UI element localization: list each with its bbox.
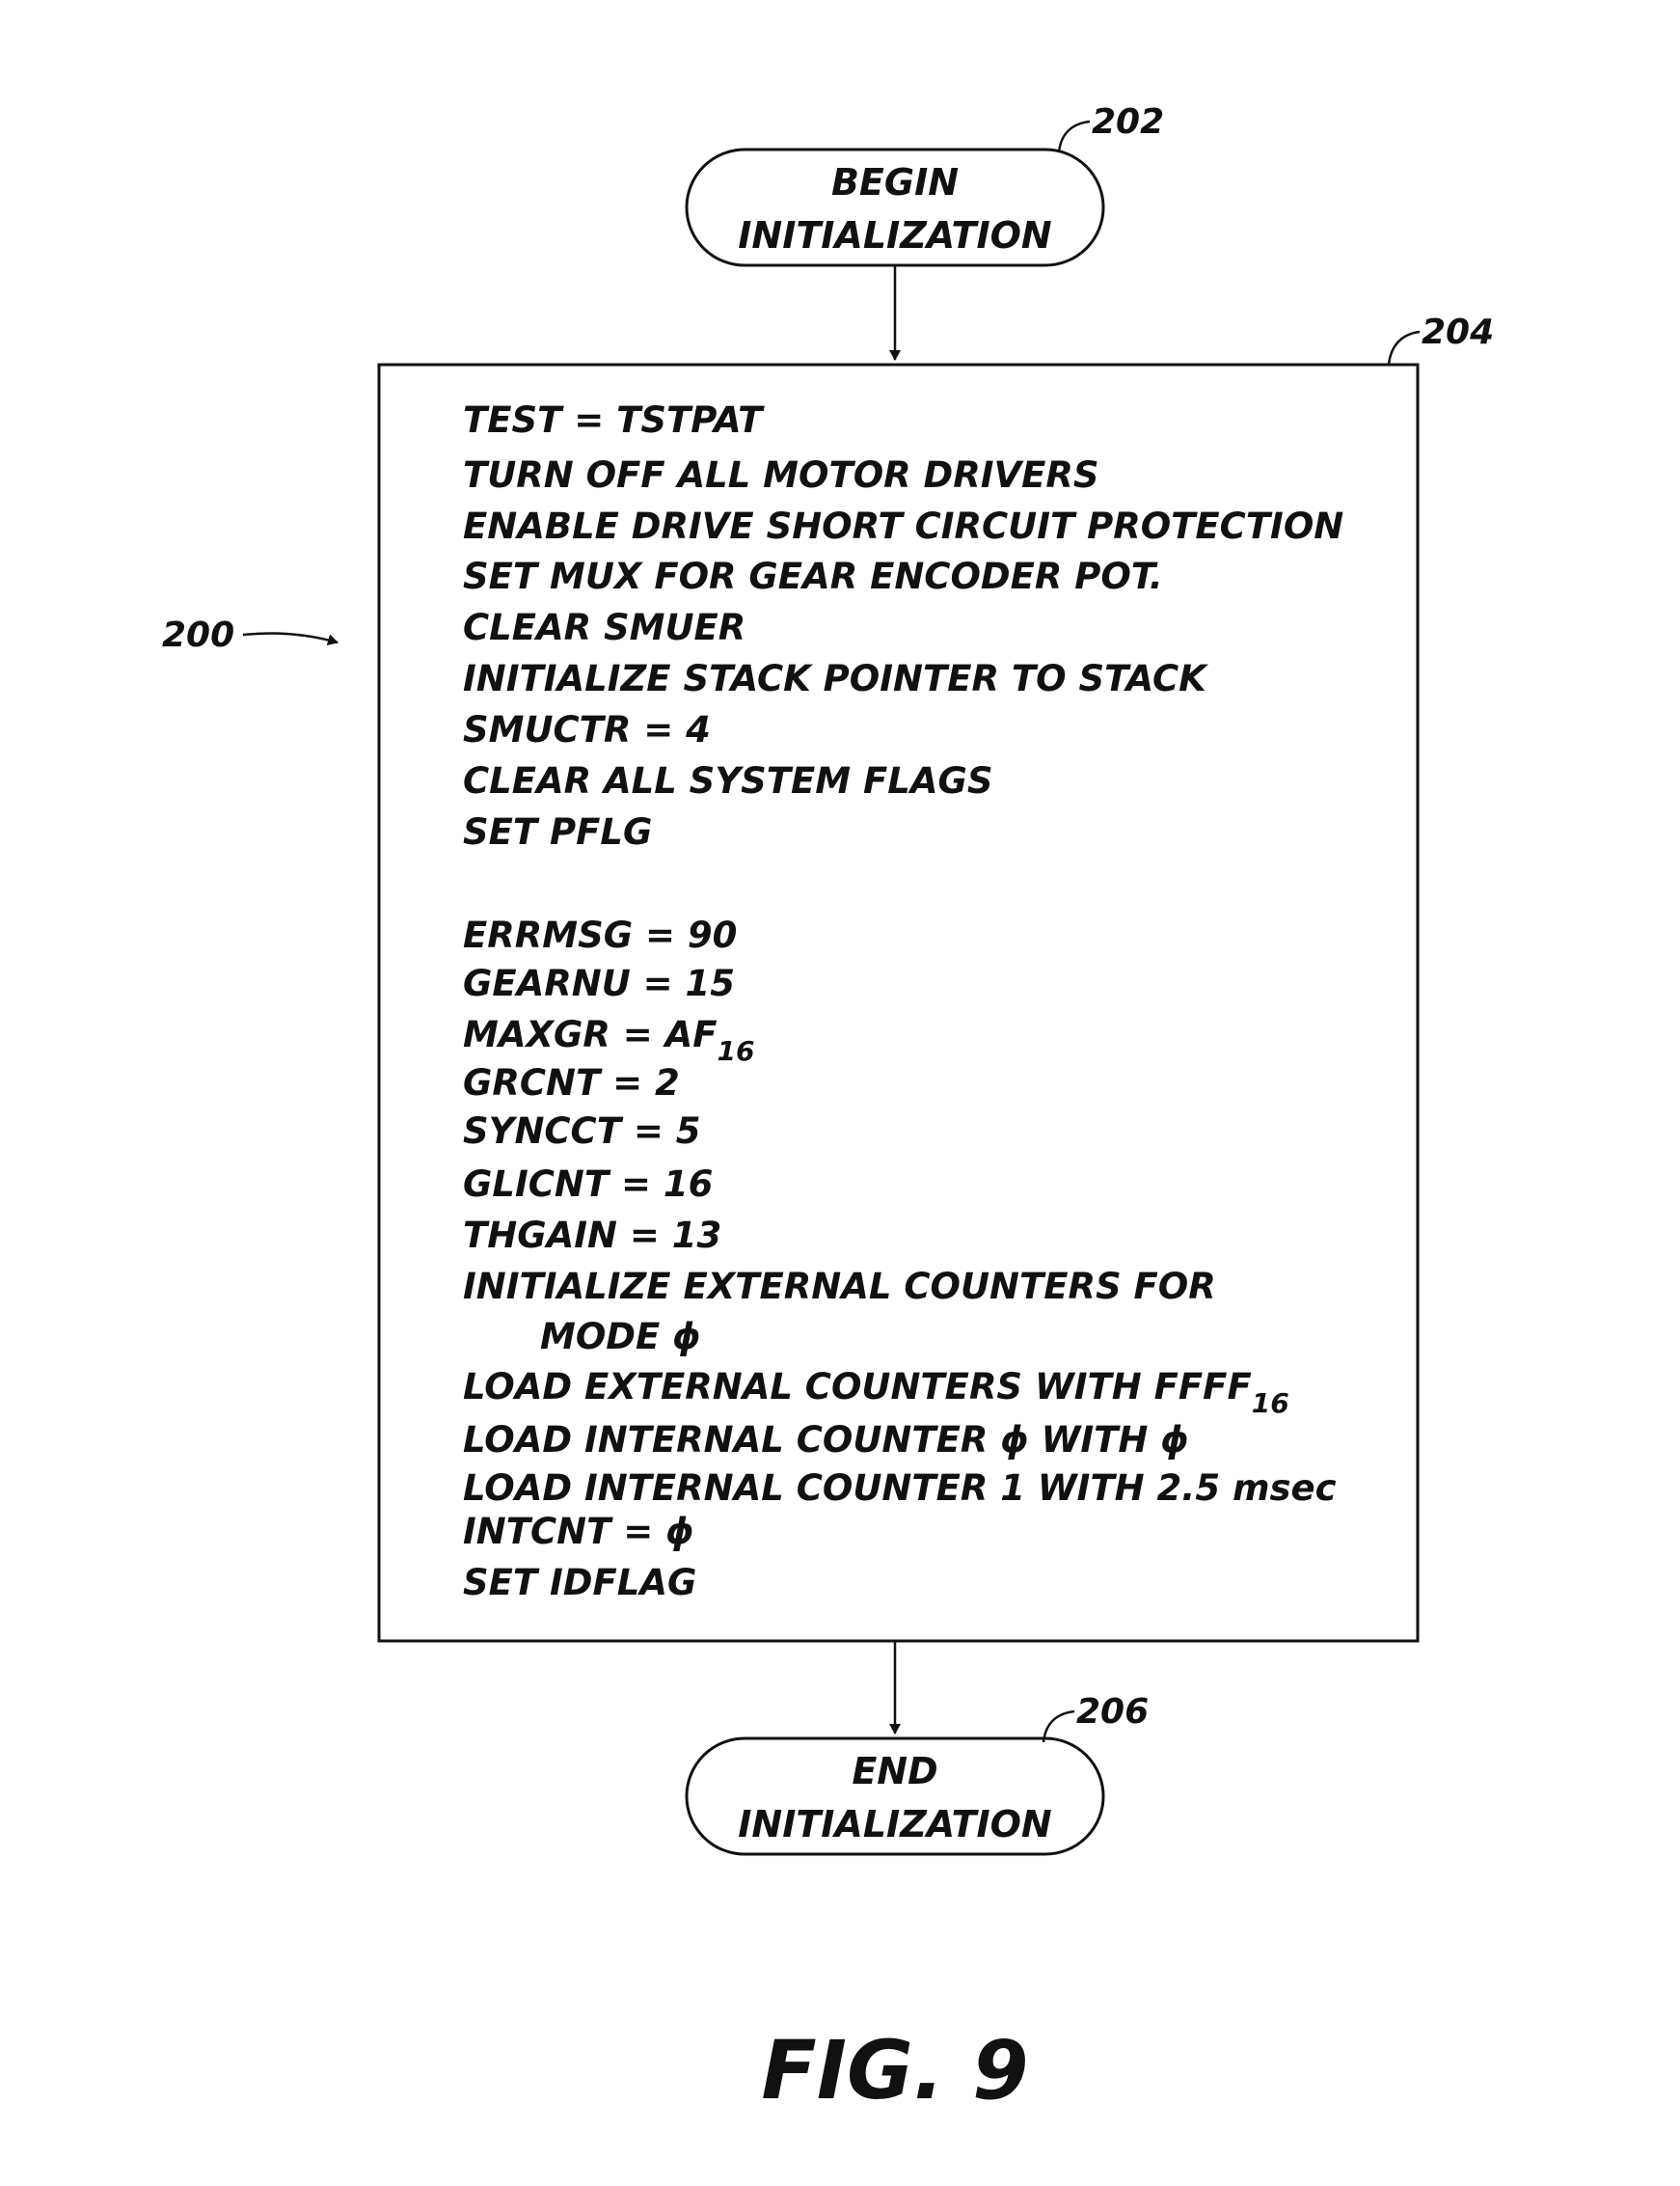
begin-terminal-line2: INITIALIZATION [738, 214, 1051, 257]
ref-200: 200 [162, 615, 234, 655]
step-6: INITIALIZE STACK POINTER TO STACK [463, 658, 1208, 699]
process-box [377, 363, 1420, 1643]
step-9: SET PFLG [463, 811, 652, 853]
step-1: TEST = TSTPAT [463, 399, 765, 441]
step-2: TURN OFF ALL MOTOR DRIVERS [463, 454, 1099, 496]
step-5: CLEAR SMUER [463, 607, 745, 648]
begin-terminal-line1: BEGIN [831, 161, 959, 204]
step-10: ERRMSG = 90 [463, 915, 737, 956]
step-11: GEARNU = 15 [463, 963, 735, 1004]
figure-label: FIG. 9 [761, 2023, 1028, 2118]
step-14: SYNCCT = 5 [463, 1110, 700, 1152]
ref-204-callout: 204 [1387, 313, 1494, 366]
step-15: GLICNT = 16 [463, 1163, 713, 1205]
step-21: LOAD INTERNAL COUNTER 1 WITH 2.5 msec [463, 1467, 1337, 1509]
step-3: ENABLE DRIVE SHORT CIRCUIT PROTECTION [463, 506, 1343, 547]
ref-202-callout: 202 [1057, 102, 1164, 153]
ref-202: 202 [1092, 102, 1164, 142]
step-19-text: LOAD EXTERNAL COUNTERS WITH FFFF [463, 1366, 1252, 1407]
step-16: THGAIN = 13 [463, 1215, 721, 1256]
process-steps: TEST = TSTPAT TURN OFF ALL MOTOR DRIVERS… [463, 399, 1343, 1603]
step-17: INITIALIZE EXTERNAL COUNTERS FOR [463, 1266, 1216, 1307]
end-terminal-line2: INITIALIZATION [738, 1803, 1051, 1845]
begin-terminal: BEGIN INITIALIZATION [685, 148, 1105, 267]
ref-206: 206 [1076, 1692, 1149, 1732]
step-13: GRCNT = 2 [463, 1062, 680, 1104]
step-12-text: MAXGR = AF [463, 1014, 718, 1055]
step-19-subscript: 16 [1252, 1387, 1289, 1419]
step-12-subscript: 16 [718, 1035, 755, 1067]
step-8: CLEAR ALL SYSTEM FLAGS [463, 760, 993, 802]
step-7: SMUCTR = 4 [463, 709, 711, 751]
step-19: LOAD EXTERNAL COUNTERS WITH FFFF16 [463, 1366, 1289, 1419]
step-18: MODE ϕ [540, 1316, 701, 1357]
ref-200-callout: 200 [162, 615, 339, 655]
end-terminal-line1: END [852, 1750, 937, 1792]
end-terminal: END INITIALIZATION [685, 1736, 1105, 1856]
step-4: SET MUX FOR GEAR ENCODER POT. [463, 556, 1163, 597]
step-23: SET IDFLAG [463, 1562, 696, 1603]
ref-206-callout: 206 [1042, 1692, 1149, 1743]
step-22: INTCNT = ϕ [463, 1511, 694, 1552]
ref-204: 204 [1422, 313, 1494, 352]
step-20: LOAD INTERNAL COUNTER ϕ WITH ϕ [463, 1419, 1189, 1461]
step-12: MAXGR = AF16 [463, 1014, 755, 1067]
